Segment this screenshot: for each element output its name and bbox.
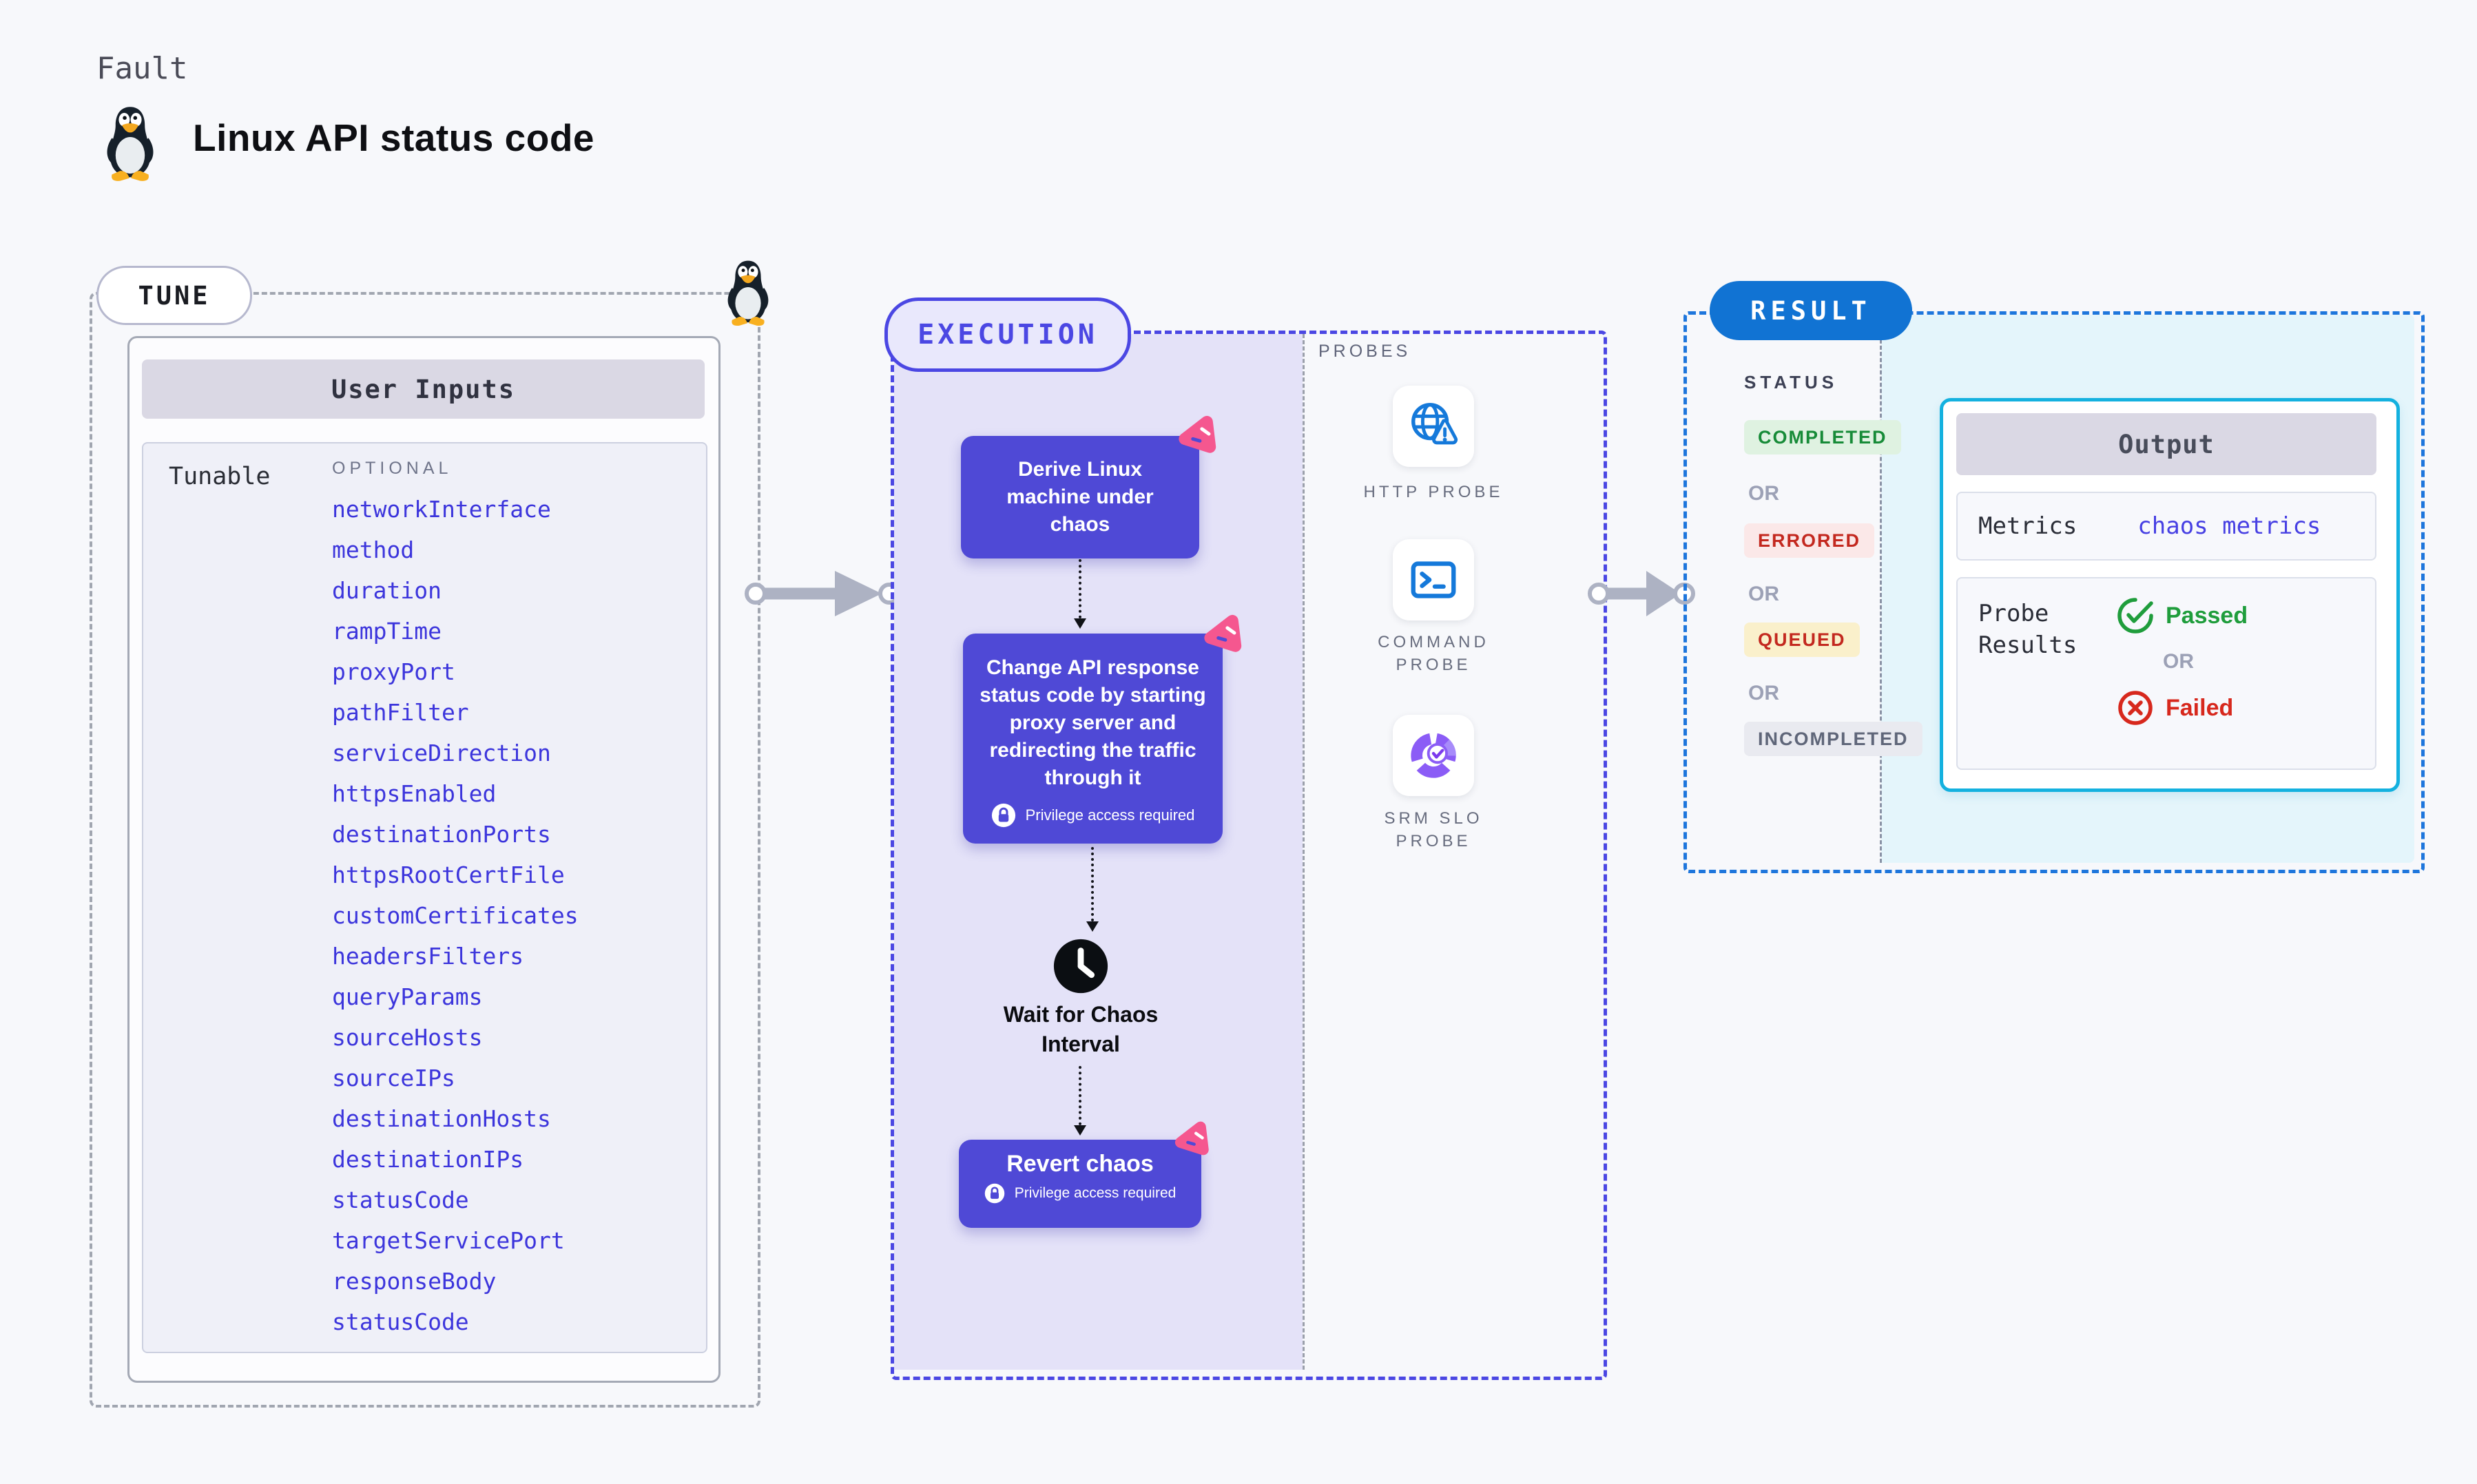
status-badge-completed: COMPLETED [1744, 420, 1901, 454]
tunable-link[interactable]: duration [332, 577, 442, 604]
flow-connector-arrow [1074, 1125, 1086, 1142]
execution-region [891, 331, 1607, 1380]
lock-icon [991, 803, 1016, 828]
terminal-icon [1407, 553, 1460, 607]
lock-icon [984, 1183, 1005, 1204]
probes-section-label: PROBES [1318, 342, 1411, 361]
http-probe-label: HTTP PROBE [1363, 483, 1504, 501]
tunable-link[interactable]: serviceDirection [332, 740, 551, 766]
tune-pill: TUNE [96, 266, 252, 325]
or-separator: OR [1748, 482, 1779, 505]
chaos-pinwheel-icon [1201, 613, 1245, 657]
http-probe-card [1393, 386, 1474, 467]
tunable-link[interactable]: proxyPort [332, 658, 455, 685]
flow-connector [1079, 1066, 1081, 1125]
failed-label: Failed [2166, 694, 2234, 721]
tunable-link[interactable]: httpsRootCertFile [332, 861, 565, 888]
step-revert-chaos-label: Revert chaos [1006, 1151, 1154, 1177]
status-badge-queued: QUEUED [1744, 623, 1860, 657]
tunable-link[interactable]: rampTime [332, 618, 442, 645]
tunable-link[interactable]: pathFilter [332, 699, 469, 726]
tux-penguin-icon [102, 103, 158, 182]
flow-connector [1079, 559, 1081, 618]
probe-results-row: Probe Results Passed OR Failed [1956, 577, 2376, 770]
step-revert-chaos: Revert chaos Privilege access required [959, 1140, 1201, 1228]
step-derive-machine-label: Derive Linux machine under chaos [1006, 458, 1154, 536]
metrics-value-link[interactable]: chaos metrics [2137, 512, 2321, 540]
status-badge-incompleted: INCOMPLETED [1744, 722, 1922, 756]
tunable-link[interactable]: sourceIPs [332, 1065, 455, 1091]
status-badge-errored: ERRORED [1744, 523, 1875, 558]
probe-results-label: Probe Results [1978, 600, 2077, 659]
tunable-link[interactable]: httpsEnabled [332, 780, 497, 807]
or-separator: OR [2163, 650, 2194, 673]
result-status-divider [1880, 315, 1882, 863]
result-region [1683, 311, 2425, 873]
result-pill: RESULT [1710, 281, 1912, 340]
tunable-link[interactable]: method [332, 536, 415, 563]
page-title: Linux API status code [193, 116, 595, 159]
tunable-link[interactable]: responseBody [332, 1268, 497, 1295]
flow-connector-arrow [1074, 618, 1086, 635]
srm-slo-probe-label: SRM SLO PROBE [1384, 809, 1483, 850]
user-inputs-header: User Inputs [142, 359, 705, 419]
tunable-link[interactable]: networkInterface [332, 496, 551, 523]
probe-result-failed: Failed [2117, 690, 2248, 726]
privilege-note: Privilege access required [1014, 1185, 1177, 1201]
x-circle-icon [2118, 691, 2153, 725]
chaos-pinwheel-icon [1176, 414, 1220, 458]
passed-label: Passed [2166, 602, 2248, 629]
command-probe-label: COMMAND PROBE [1378, 633, 1489, 674]
tunable-link[interactable]: customCertificates [332, 902, 579, 929]
tune-to-execution-arrow [745, 571, 900, 616]
chaos-pinwheel-icon [1172, 1120, 1212, 1160]
metrics-row: Metrics chaos metrics [1956, 492, 2376, 561]
slo-donut-check-icon [1407, 729, 1460, 782]
tune-region [90, 292, 760, 1408]
tunable-link[interactable]: targetServicePort [332, 1227, 565, 1254]
step-derive-machine: Derive Linux machine under chaos [961, 436, 1199, 558]
clock-icon [1051, 937, 1110, 996]
tunable-link[interactable]: destinationIPs [332, 1146, 524, 1173]
tunable-link[interactable]: headersFilters [332, 943, 524, 970]
privilege-note: Privilege access required [1025, 806, 1195, 824]
optional-column-label: OPTIONAL [332, 459, 453, 478]
globe-warning-icon [1407, 399, 1460, 453]
srm-slo-probe-card [1393, 715, 1474, 796]
tunable-link[interactable]: statusCode [332, 1308, 469, 1335]
execution-probes-divider [1303, 334, 1305, 1370]
tunable-link[interactable]: destinationPorts [332, 821, 551, 848]
tunable-link[interactable]: destinationHosts [332, 1105, 551, 1132]
step-change-status-code: Change API response status code by start… [963, 634, 1223, 844]
metrics-label: Metrics [1978, 512, 2077, 540]
command-probe-card [1393, 539, 1474, 620]
or-separator: OR [1748, 682, 1779, 704]
probe-result-passed: Passed [2117, 598, 2248, 634]
flow-connector-arrow [1086, 921, 1099, 938]
tunable-column-label: Tunable [169, 463, 271, 490]
tunable-link[interactable]: sourceHosts [332, 1024, 483, 1051]
flow-connector [1091, 847, 1094, 921]
tux-penguin-small-icon [723, 258, 773, 326]
or-separator: OR [1748, 583, 1779, 605]
execution-pill: EXECUTION [884, 297, 1131, 372]
tunable-link[interactable]: queryParams [332, 983, 483, 1010]
wait-for-chaos-label: Wait for Chaos Interval [1003, 1002, 1159, 1056]
step-change-status-code-label: Change API response status code by start… [980, 656, 1206, 789]
tunables-list: networkInterface method duration rampTim… [332, 489, 704, 1342]
fault-kicker: Fault [96, 51, 188, 86]
check-circle-icon [2117, 598, 2153, 634]
probes-to-result-arrow [1588, 571, 1695, 616]
status-label: STATUS [1744, 372, 1838, 393]
output-header: Output [1956, 413, 2376, 475]
tunable-link[interactable]: statusCode [332, 1187, 469, 1213]
tunables-list-panel [142, 442, 707, 1353]
